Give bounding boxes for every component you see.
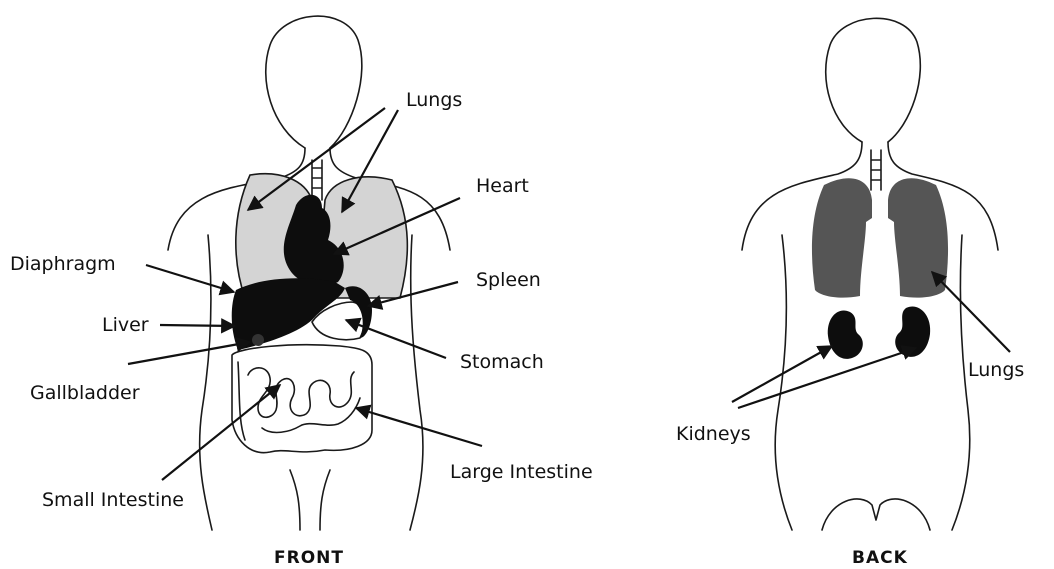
label-small-intestine: Small Intestine: [42, 489, 184, 511]
back-buttocks-outline: [822, 499, 930, 530]
front-labels: Lungs Heart Diaphragm Spleen Liver Stoma…: [10, 89, 593, 568]
arrow-liver: [160, 325, 235, 326]
label-lungs-back: Lungs: [968, 359, 1024, 381]
back-trachea: [871, 150, 881, 190]
back-arrows: [732, 272, 1010, 408]
arrow-stomach: [346, 320, 446, 358]
label-liver: Liver: [102, 314, 149, 336]
label-stomach: Stomach: [460, 351, 544, 373]
label-large-intestine: Large Intestine: [450, 461, 593, 483]
arrow-large-intestine: [356, 408, 482, 446]
label-diaphragm: Diaphragm: [10, 253, 116, 275]
front-large-intestine: [232, 345, 372, 453]
front-trachea: [312, 160, 322, 200]
back-labels: Kidneys Lungs BACK: [676, 359, 1024, 568]
front-pelvis-outline: [290, 470, 330, 530]
caption-front: FRONT: [274, 548, 344, 568]
back-head-outline: [826, 18, 921, 142]
label-gallbladder: Gallbladder: [30, 382, 140, 404]
back-kidney-left: [828, 310, 863, 358]
label-heart: Heart: [476, 175, 529, 197]
label-kidneys: Kidneys: [676, 423, 751, 445]
back-lungs: [812, 178, 948, 297]
front-liver: [232, 278, 345, 350]
front-gallbladder: [252, 334, 264, 346]
label-lungs-front: Lungs: [406, 89, 462, 111]
front-head-outline: [266, 16, 362, 148]
front-small-intestine: [248, 368, 360, 433]
label-spleen: Spleen: [476, 269, 541, 291]
arrow-kidney-right: [738, 348, 916, 408]
arrow-diaphragm: [146, 265, 234, 292]
back-figure: [742, 18, 998, 530]
caption-back: BACK: [852, 548, 908, 568]
arrow-small-intestine: [162, 385, 280, 480]
arrow-lungs-back: [932, 272, 1010, 352]
